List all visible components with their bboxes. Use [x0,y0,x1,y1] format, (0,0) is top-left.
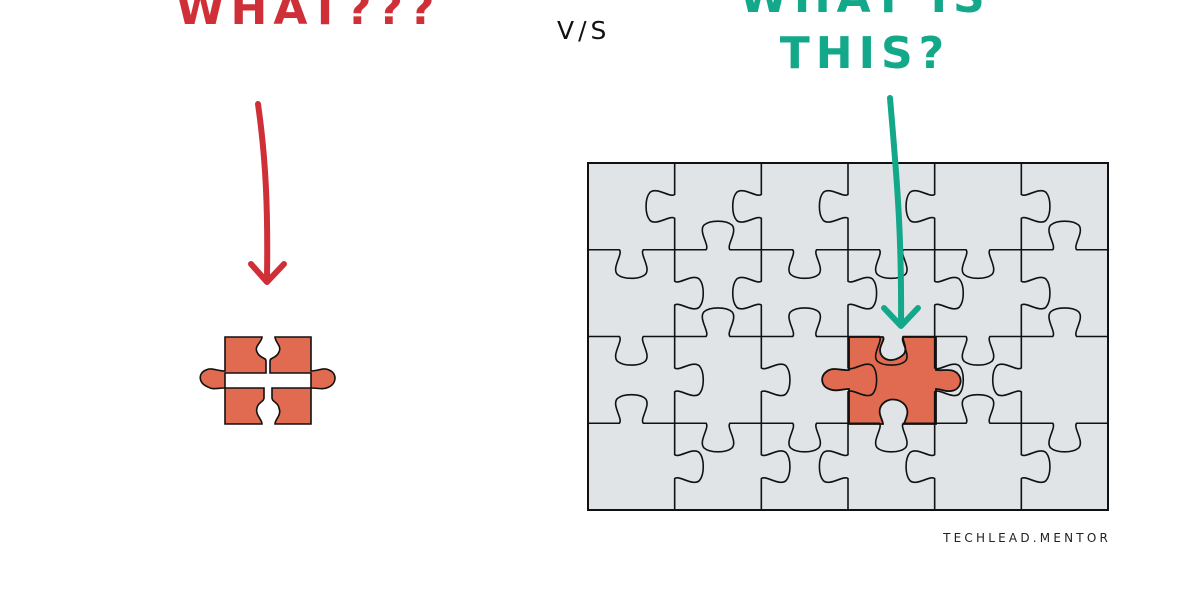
loose-piece [269,336,336,390]
left-arrow-shaft [255,101,271,281]
horizontal-cut-line [674,307,762,338]
horizontal-cut-line [848,422,935,453]
vertical-cut-line [1020,163,1051,250]
vertical-cut-line [645,163,676,250]
puzzle-board [587,162,1109,511]
left-arrow-head [248,261,287,285]
left-caption: WHAT??? [176,0,441,35]
loose-piece [271,387,312,425]
horizontal-cut-line [934,335,1022,366]
versus-label: V/S [557,16,611,45]
puzzle-cut-lines [588,163,1108,510]
horizontal-cut-line [934,393,1022,425]
vertical-cut-line [1020,423,1051,510]
horizontal-cut-line [848,335,935,366]
horizontal-cut-line [761,248,848,280]
credit-watermark: TECHLEAD.MENTOR [943,531,1111,545]
vertical-cut-line [731,163,763,250]
vertical-cut-line [760,423,791,510]
horizontal-cut-line [588,248,675,280]
horizontal-cut-line [761,422,848,453]
right-arrow-shaft [887,95,905,328]
horizontal-cut-line [1021,220,1108,251]
horizontal-cut-line [934,248,1022,280]
vertical-cut-line [673,423,705,510]
horizontal-cut-line [674,422,762,453]
vertical-cut-line [673,336,705,424]
vertical-cut-line [933,249,965,337]
vertical-cut-line [1020,249,1051,337]
vertical-cut-line [818,163,849,250]
horizontal-cut-line [1021,422,1108,453]
horizontal-cut-line [761,307,848,338]
right-caption-line-2: THIS? [779,28,951,79]
right-arrow [881,95,921,329]
horizontal-cut-line [588,335,675,366]
vertical-cut-line [905,423,936,510]
horizontal-cut-line [1021,307,1108,338]
right-arrow-head [881,305,921,329]
vertical-cut-line [731,249,763,337]
right-caption: WHAT IS THIS? [730,0,1000,82]
loose-piece [224,387,265,425]
left-arrow [248,101,287,285]
horizontal-cut-line [588,393,675,425]
vertical-cut-line [991,336,1023,424]
vertical-cut-line [760,336,791,424]
horizontal-cut-line [674,220,762,251]
loose-pieces [199,336,336,425]
right-caption-line-1: WHAT IS [730,0,1000,26]
puzzle-board-frame [587,162,1109,511]
horizontal-cut-line [848,248,935,280]
vertical-cut-line [818,423,849,510]
vertical-cut-line [847,336,878,424]
vertical-cut-line [933,336,965,424]
loose-piece [199,336,267,390]
vertical-cut-line [847,249,878,337]
vertical-cut-line [673,249,705,337]
vertical-cut-line [905,163,936,250]
